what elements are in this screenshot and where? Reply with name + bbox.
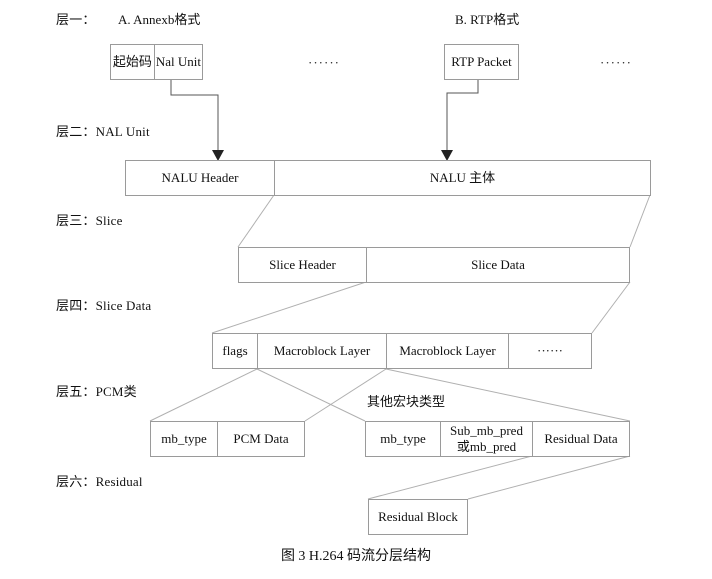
rtp-row: RTP Packet — [444, 44, 519, 80]
connector-nalubody-to-slice — [237, 194, 651, 248]
pcm-row: mb_type PCM Data — [150, 421, 305, 457]
title-rtp-format: B. RTP格式 — [455, 12, 520, 27]
cell-slice-data[interactable]: Slice Data — [366, 247, 630, 283]
connector-slicedata-to-macroblock — [211, 281, 631, 334]
cell-pcm-mb-type[interactable]: mb_type — [150, 421, 217, 457]
cell-sub-mb-pred-line1: Sub_mb_pred — [450, 423, 523, 439]
layer-label-5: 层五：PCM类 — [56, 384, 137, 399]
layer-label-2: 层二：NAL Unit — [56, 124, 150, 139]
layer-label-3: 层三：Slice — [56, 213, 123, 228]
cell-sub-mb-pred[interactable]: Sub_mb_pred 或mb_pred — [440, 421, 532, 457]
cell-residual-block[interactable]: Residual Block — [368, 499, 468, 535]
rtp-ellipsis: ······ — [600, 55, 632, 70]
cell-macroblock-layer-2[interactable]: Macroblock Layer — [386, 333, 508, 369]
annexb-ellipsis: ······ — [308, 55, 340, 70]
connector-rtppacket-to-nalubody — [441, 79, 479, 161]
cell-nalu-header[interactable]: NALU Header — [125, 160, 274, 196]
layer-label-6: 层六：Residual — [56, 474, 143, 489]
other-macroblock-row: mb_type Sub_mb_pred 或mb_pred Residual Da… — [365, 421, 630, 457]
slice-data-row: flags Macroblock Layer Macroblock Layer … — [212, 333, 592, 369]
annexb-row: 起始码 Nal Unit — [110, 44, 203, 80]
cell-other-mb-type[interactable]: mb_type — [365, 421, 440, 457]
nal-unit-row: NALU Header NALU 主体 — [125, 160, 651, 196]
cell-macroblock-ellipsis: ······ — [508, 333, 592, 369]
title-annexb-format: A. Annexb格式 — [118, 12, 201, 27]
cell-residual-data[interactable]: Residual Data — [532, 421, 630, 457]
layer-label-1: 层一： — [56, 12, 96, 27]
cell-sub-mb-pred-line2: 或mb_pred — [456, 439, 517, 454]
figure-caption: 图 3 H.264 码流分层结构 — [280, 549, 432, 564]
connector-residualdata-to-residualblock — [367, 455, 631, 500]
cell-macroblock-layer-1[interactable]: Macroblock Layer — [257, 333, 386, 369]
cell-start-code[interactable]: 起始码 — [110, 44, 154, 80]
residual-row: Residual Block — [368, 499, 468, 535]
cell-flags[interactable]: flags — [212, 333, 257, 369]
connector-macroblock-to-pcm — [149, 368, 387, 422]
cell-nalu-body[interactable]: NALU 主体 — [274, 160, 651, 196]
slice-row: Slice Header Slice Data — [238, 247, 630, 283]
cell-rtp-packet[interactable]: RTP Packet — [444, 44, 519, 80]
cell-pcm-data[interactable]: PCM Data — [217, 421, 305, 457]
cell-slice-header[interactable]: Slice Header — [238, 247, 366, 283]
cell-nal-unit[interactable]: Nal Unit — [153, 44, 203, 80]
note-other-macroblock-types: 其他宏块类型 — [367, 394, 446, 409]
connector-nalunit-to-naluheader — [170, 80, 224, 161]
layer-label-4: 层四：Slice Data — [56, 298, 152, 313]
